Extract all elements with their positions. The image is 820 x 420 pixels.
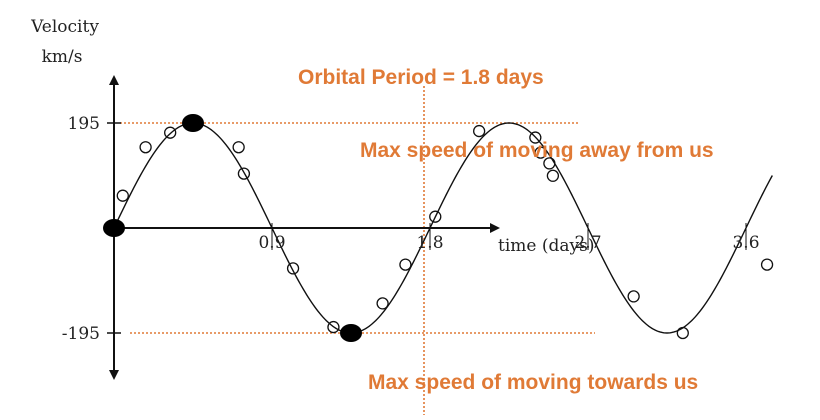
open-data-point xyxy=(286,262,300,275)
open-data-point xyxy=(164,126,177,139)
open-data-point xyxy=(327,320,340,334)
velocity-fit-curve xyxy=(113,122,773,334)
x-axis-label: time (days) xyxy=(498,236,594,256)
open-data-point xyxy=(529,131,542,144)
open-data-point xyxy=(546,169,560,182)
y-tick-label: -195 xyxy=(62,324,100,344)
open-data-point xyxy=(543,157,556,170)
open-data-point xyxy=(116,189,129,202)
open-data-point xyxy=(232,141,245,154)
open-data-point xyxy=(534,146,547,159)
open-data-point xyxy=(376,297,389,310)
open-data-point xyxy=(399,258,412,271)
x-tick-label: 1.8 xyxy=(416,233,443,253)
fit-curve xyxy=(113,122,773,334)
open-data-point xyxy=(676,326,689,340)
y-tick-label: 195 xyxy=(68,114,100,134)
filled-data-point xyxy=(182,114,204,132)
y-axis-label-line2: km/s xyxy=(42,47,83,67)
open-data-point xyxy=(760,258,774,271)
data-points xyxy=(103,114,774,342)
max-towards-annotation: Max speed of moving towards us xyxy=(368,371,698,394)
open-data-point xyxy=(473,124,486,138)
open-data-point xyxy=(627,290,640,303)
open-data-point xyxy=(237,167,251,180)
open-data-point xyxy=(429,210,442,223)
open-data-point xyxy=(139,141,152,154)
filled-data-point xyxy=(340,324,362,342)
x-tick-label: 0.9 xyxy=(258,233,285,253)
orbital-period-annotation: Orbital Period = 1.8 days xyxy=(298,66,544,89)
x-tick-label: 2.7 xyxy=(574,233,601,253)
x-tick-label: 3.6 xyxy=(732,233,759,253)
y-axis-label-line1: Velocity xyxy=(30,17,99,37)
tick-labels: 195 -195 0.9 1.8 2.7 3.6 xyxy=(62,114,760,344)
max-away-annotation: Max speed of moving away from us xyxy=(360,139,714,162)
filled-data-point xyxy=(103,219,125,237)
